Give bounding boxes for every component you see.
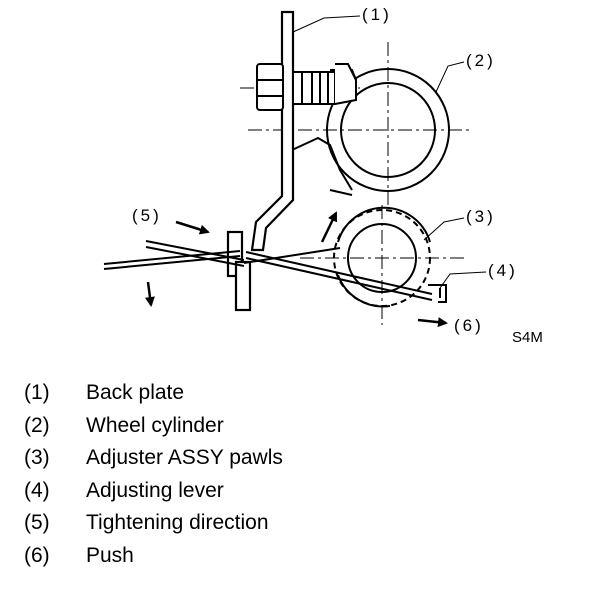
arrow-down: [145, 281, 155, 307]
bolt-nut: [256, 63, 357, 111]
legend-label: Adjusting lever: [86, 478, 224, 502]
callout-4: (4): [488, 261, 518, 280]
arrow-rotation: [320, 211, 338, 243]
legend-item: (1) Back plate: [24, 378, 283, 411]
legend-item: (2) Wheel cylinder: [24, 411, 283, 444]
legend-item: (5) Tightening direction: [24, 508, 283, 541]
legend-number: (1): [24, 381, 50, 404]
legend: (1) Back plate (2) Wheel cylinder (3) Adjus…: [24, 378, 283, 573]
direction-arrows: [145, 211, 448, 328]
arrow-push: [417, 317, 448, 328]
callout-5: (5): [132, 206, 162, 225]
legend-item: (3) Adjuster ASSY pawls: [24, 443, 283, 476]
legend-number: (2): [24, 413, 50, 437]
legend-number: (3): [24, 446, 50, 469]
legend-label: Adjuster ASSY pawls: [86, 446, 283, 469]
callout-1: (1): [362, 5, 392, 24]
legend-label: Wheel cylinder: [86, 413, 224, 437]
leader-lines: [292, 15, 487, 289]
adjusting-lever: [245, 251, 447, 303]
adjuster-wheel: [333, 206, 431, 308]
screwdriver: [103, 240, 341, 270]
legend-item: (6) Push: [24, 541, 283, 574]
legend-number: (6): [24, 543, 50, 567]
legend-label: Tightening direction: [86, 511, 269, 534]
figure-code: S4M: [512, 329, 543, 346]
callout-6: (6): [454, 316, 484, 335]
legend-number: (5): [24, 511, 50, 534]
legend-item: (4) Adjusting lever: [24, 476, 283, 509]
callout-3: (3): [466, 207, 496, 226]
arrow-tightening: [175, 220, 210, 235]
legend-label: Push: [86, 543, 134, 567]
brake-adjuster-diagram: (1) (2) (3) (4) (5) (6) S4M: [103, 5, 543, 346]
callout-2: (2): [466, 51, 496, 70]
legend-number: (4): [24, 478, 50, 502]
legend-label: Back plate: [86, 381, 185, 404]
